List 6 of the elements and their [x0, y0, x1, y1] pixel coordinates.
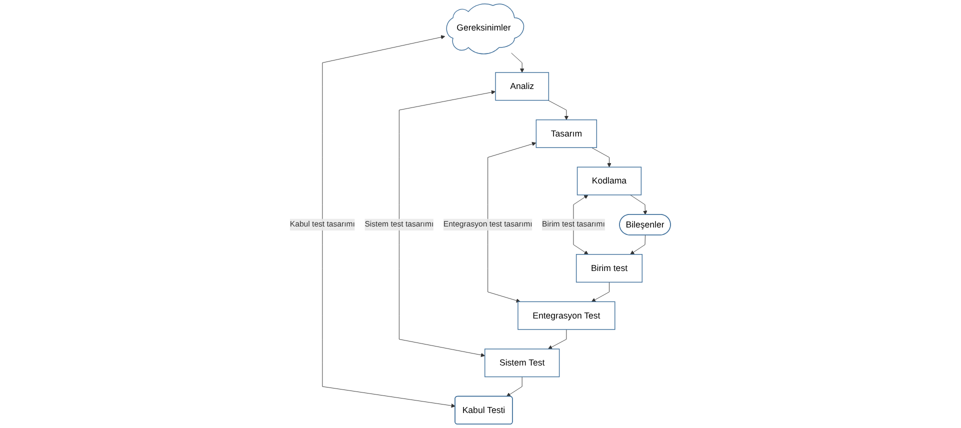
node-box: Sistem Test	[484, 348, 560, 378]
node-box: Tasarım	[536, 119, 598, 148]
node-box: Entegrasyon Test	[518, 301, 616, 330]
node-box: Analiz	[495, 72, 550, 101]
node-box: Kodlama	[577, 166, 642, 196]
node-box: Birim test	[576, 254, 643, 283]
